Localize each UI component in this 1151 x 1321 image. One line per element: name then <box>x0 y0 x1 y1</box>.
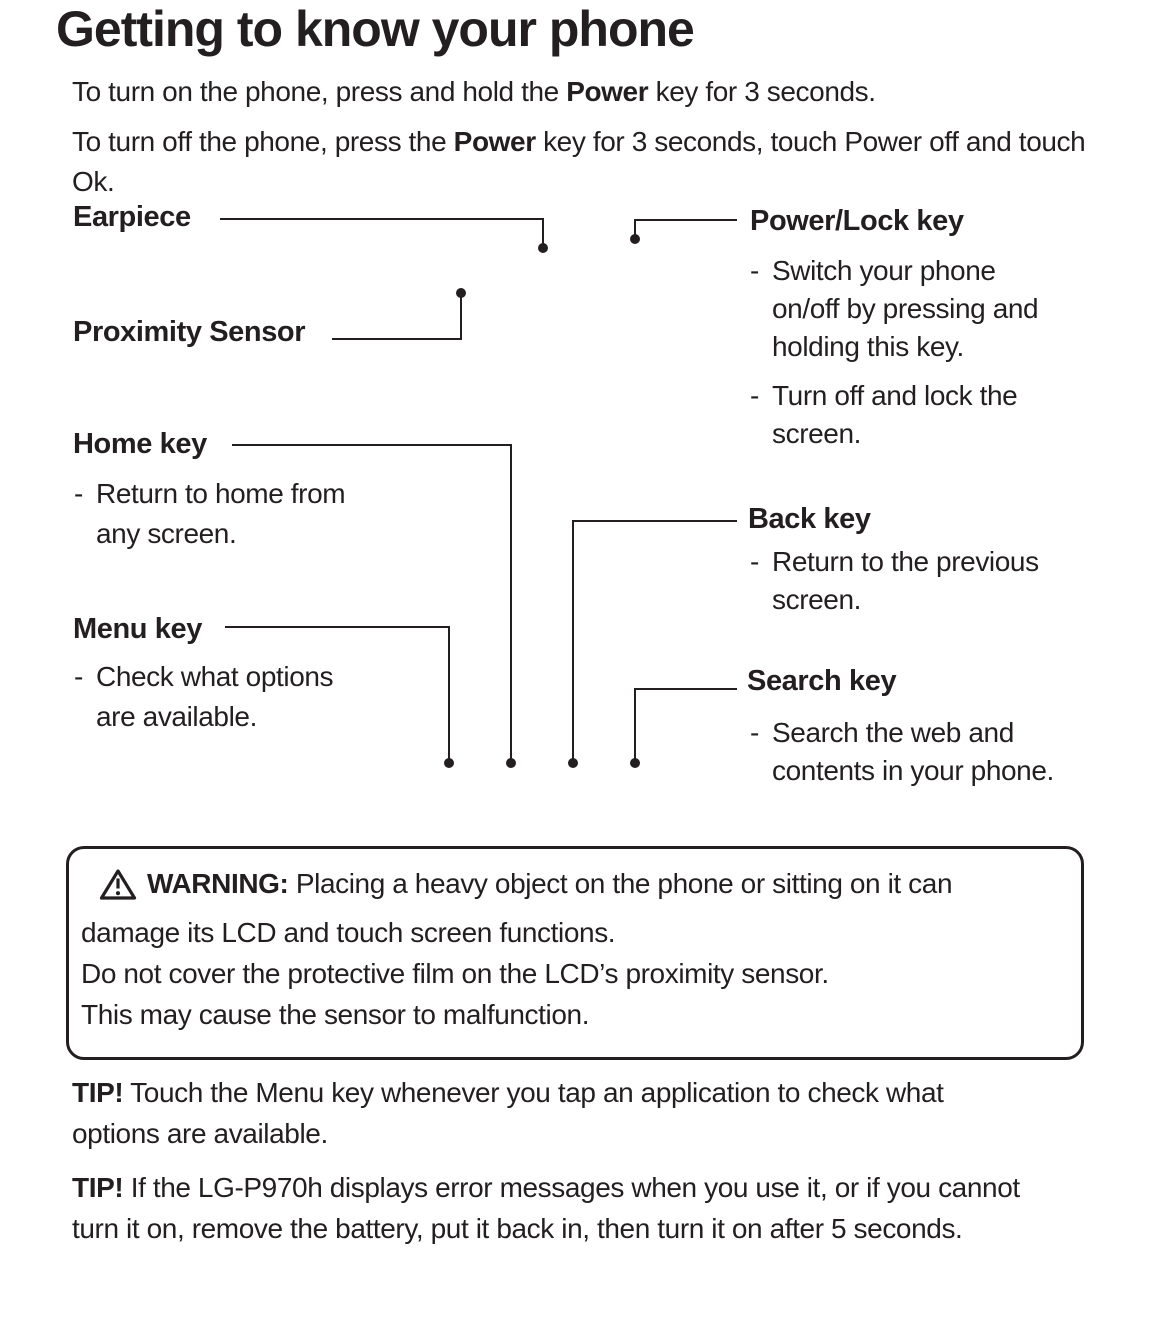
menu-key-callout-line-v <box>448 626 450 760</box>
power-lock-bullet-2: - Turn off and lock the screen. <box>750 377 1018 453</box>
power-lock-bullet2-text: Turn off and lock the screen. <box>772 377 1018 453</box>
intro-p1-pre: To turn on the phone, press and hold the <box>72 76 567 107</box>
tip-1: TIP! Touch the Menu key whenever you tap… <box>72 1072 944 1154</box>
intro-paragraph-2: To turn off the phone, press the Power k… <box>72 122 1086 202</box>
back-key-callout-dot <box>568 758 578 768</box>
search-key-bullet-text: Search the web and contents in your phon… <box>772 714 1054 790</box>
proximity-sensor-label: Proximity Sensor <box>73 316 306 348</box>
back-key-bullet-text: Return to the previous screen. <box>772 543 1039 619</box>
earpiece-callout-line-h <box>220 218 544 220</box>
proximity-callout-dot <box>456 288 466 298</box>
power-lock-bullet2-line1: Turn off and lock the <box>772 380 1018 411</box>
tip2-line1: TIP! If the LG-P970h displays error mess… <box>72 1167 1020 1208</box>
intro-p2-pre: To turn off the phone, press the <box>72 126 454 157</box>
tip1-label: TIP! <box>72 1077 124 1108</box>
home-key-bullet: - Return to home from any screen. <box>74 474 346 554</box>
page-title: Getting to know your phone <box>56 1 695 57</box>
intro-p1-line: To turn on the phone, press and hold the… <box>72 72 876 112</box>
back-key-callout-line-h <box>572 520 737 522</box>
intro-p2-bold-power: Power <box>453 126 536 157</box>
home-key-bullet-line1: Return to home from <box>96 478 346 509</box>
warning-line1-text: Placing a heavy object on the phone or s… <box>295 868 953 899</box>
power-lock-bullet1-line3: holding this key. <box>772 331 964 362</box>
intro-paragraph-1: To turn on the phone, press and hold the… <box>72 72 876 112</box>
warning-title: WARNING: <box>147 868 289 899</box>
search-key-callout-line-v <box>634 688 636 760</box>
bullet-dash: - <box>74 661 83 692</box>
back-key-callout-line-v <box>572 520 574 760</box>
home-key-callout-dot <box>506 758 516 768</box>
menu-key-bullet-line2: are available. <box>96 701 257 732</box>
power-lock-callout-dot <box>630 234 640 244</box>
home-key-label: Home key <box>73 428 207 460</box>
tip2-line1-text: If the LG-P970h displays error messages … <box>130 1172 1020 1203</box>
tip-2: TIP! If the LG-P970h displays error mess… <box>72 1167 1020 1249</box>
power-lock-callout-line-v <box>634 219 636 236</box>
search-key-bullet-line2: contents in your phone. <box>772 755 1054 786</box>
warning-triangle-icon <box>99 868 137 912</box>
power-lock-key-label: Power/Lock key <box>750 205 964 237</box>
intro-p2-line2: Ok. <box>72 166 115 197</box>
proximity-callout-line-v <box>460 296 462 340</box>
menu-key-bullet-line1: Check what options <box>96 661 334 692</box>
bullet-dash: - <box>750 717 759 748</box>
power-lock-bullet2-line2: screen. <box>772 418 862 449</box>
power-lock-bullet1-text: Switch your phone on/off by pressing and… <box>772 252 1039 366</box>
bullet-dash: - <box>750 255 759 286</box>
back-key-bullet: - Return to the previous screen. <box>750 543 1039 619</box>
tip2-label: TIP! <box>72 1172 124 1203</box>
search-key-bullet-line1: Search the web and <box>772 717 1014 748</box>
warning-line-2: damage its LCD and touch screen function… <box>81 917 616 948</box>
power-lock-callout-line-h <box>634 219 737 221</box>
power-lock-bullet1-line2: on/off by pressing and <box>772 293 1039 324</box>
earpiece-callout-dot <box>538 243 548 253</box>
back-key-bullet-line2: screen. <box>772 584 862 615</box>
earpiece-label: Earpiece <box>73 201 191 233</box>
intro-p2-post: key for 3 seconds, touch Power off and t… <box>535 126 1086 157</box>
bullet-dash: - <box>750 380 759 411</box>
warning-line1-wrap: WARNING: Placing a heavy object on the p… <box>147 863 953 904</box>
menu-key-label: Menu key <box>73 613 202 645</box>
back-key-bullet-line1: Return to the previous <box>772 546 1039 577</box>
menu-key-bullet: - Check what options are available. <box>74 657 334 737</box>
power-lock-bullet-1: - Switch your phone on/off by pressing a… <box>750 252 1039 366</box>
tip2-line2: turn it on, remove the battery, put it b… <box>72 1213 963 1244</box>
menu-key-callout-line-h <box>225 626 450 628</box>
earpiece-callout-line-v <box>542 218 544 245</box>
warning-line-3: Do not cover the protective film on the … <box>81 958 829 989</box>
home-key-callout-line-v <box>510 444 512 760</box>
home-key-bullet-line2: any screen. <box>96 518 237 549</box>
menu-key-callout-dot <box>444 758 454 768</box>
home-key-bullet-text: Return to home from any screen. <box>96 474 346 554</box>
search-key-label: Search key <box>747 665 897 697</box>
warning-line-1: WARNING: Placing a heavy object on the p… <box>81 863 1063 912</box>
back-key-label: Back key <box>748 503 871 535</box>
warning-line-4: This may cause the sensor to malfunction… <box>81 999 590 1030</box>
intro-p1-post: key for 3 seconds. <box>648 76 876 107</box>
proximity-callout-line-h <box>332 338 462 340</box>
bullet-dash: - <box>74 478 83 509</box>
menu-key-bullet-text: Check what options are available. <box>96 657 334 737</box>
power-lock-bullet1-line1: Switch your phone <box>772 255 996 286</box>
tip1-line1: TIP! Touch the Menu key whenever you tap… <box>72 1072 944 1113</box>
search-key-bullet: - Search the web and contents in your ph… <box>750 714 1054 790</box>
tip1-line2: options are available. <box>72 1118 328 1149</box>
warning-box: WARNING: Placing a heavy object on the p… <box>66 846 1084 1060</box>
home-key-callout-line-h <box>232 444 512 446</box>
search-key-callout-line-h <box>634 688 737 690</box>
tip1-line1-text: Touch the Menu key whenever you tap an a… <box>130 1077 944 1108</box>
bullet-dash: - <box>750 546 759 577</box>
intro-p1-bold-power: Power <box>566 76 649 107</box>
search-key-callout-dot <box>630 758 640 768</box>
intro-p2-line1: To turn off the phone, press the Power k… <box>72 122 1086 162</box>
